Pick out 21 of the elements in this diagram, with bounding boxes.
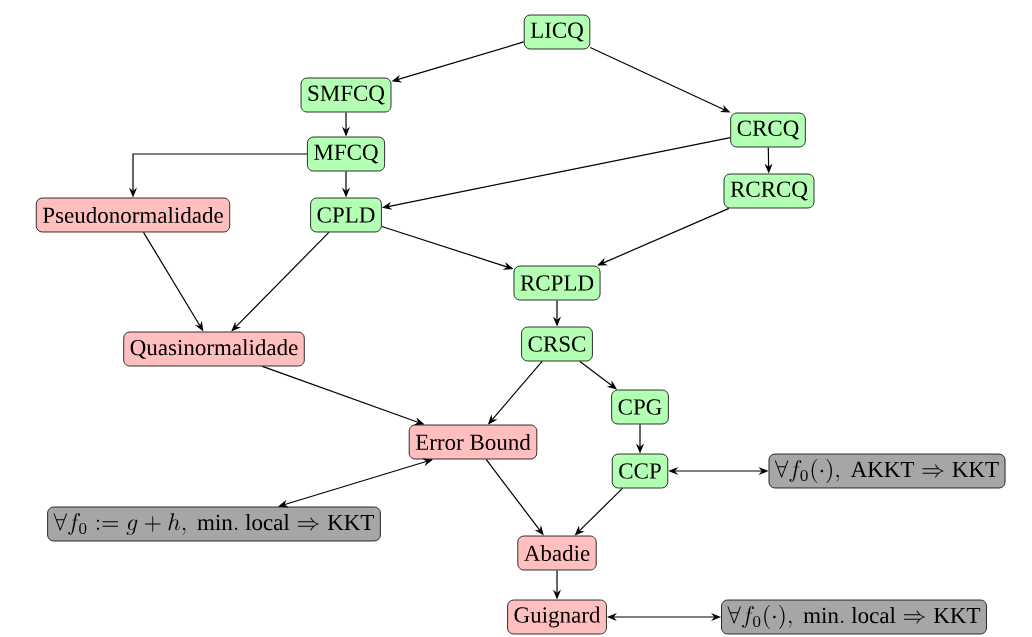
double-arrow (278, 458, 433, 508)
arrow (597, 207, 730, 266)
condition-box: RCPLD (513, 265, 601, 301)
condition-box: Guignard (507, 599, 607, 635)
condition-box: CCP (611, 453, 669, 489)
condition-box: CPLD (310, 197, 382, 233)
condition-box: CPG (611, 389, 669, 425)
statement-box: $\forall f_0 := g + h,\ \mathrm{min.\ local} \Rightarrow \mathrm{KKT}$ (47, 506, 381, 542)
statement-box: $\forall f_0(\cdot),\ \mathrm{min.\ local} \Rightarrow \mathrm{KKT}$ (721, 599, 987, 635)
condition-box: MFCQ (307, 136, 385, 172)
condition-box: Quasinormalidade (123, 331, 305, 367)
condition-box: Error Bound (408, 424, 538, 460)
condition-box: CRCQ (730, 112, 806, 148)
condition-box: Pseudonormalidade (35, 197, 231, 233)
condition-box: SMFCQ (300, 77, 392, 113)
condition-box: CRSC (521, 326, 593, 362)
statement-box: $\forall f_0(\cdot),\ \mathrm{AKKT} \Rightarrow \mathrm{KKT}$ (768, 453, 1006, 489)
condition-box: LICQ (523, 14, 591, 50)
condition-box: RCRCQ (723, 173, 815, 209)
arrow (231, 231, 330, 332)
condition-box: Abadie (517, 535, 597, 571)
